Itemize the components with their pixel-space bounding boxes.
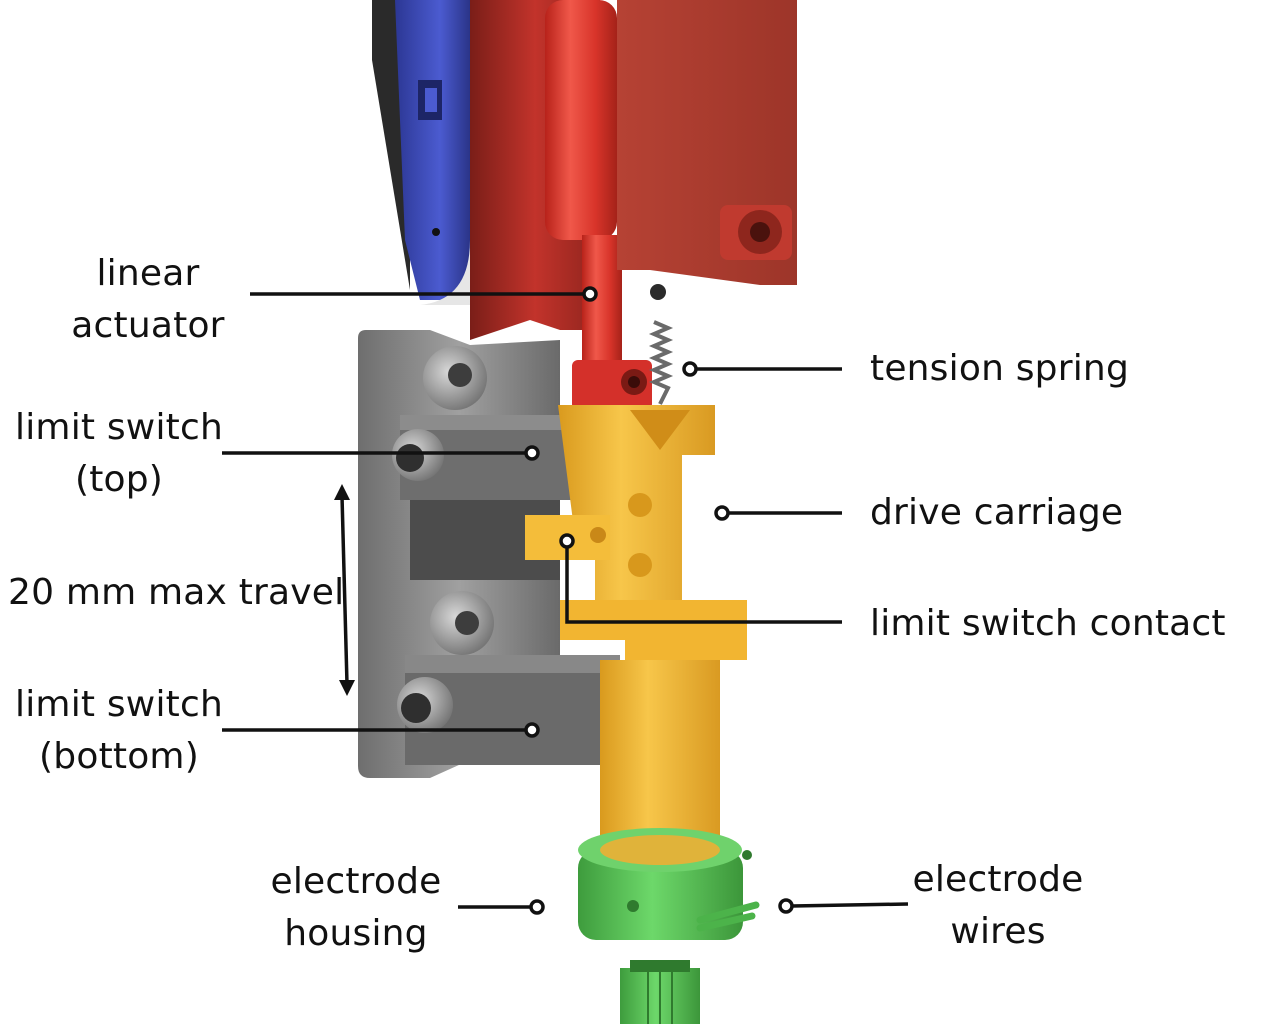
label-limit-switch-bottom-line2: (bottom) (39, 736, 199, 777)
label-linear-actuator-line2: actuator (71, 305, 225, 346)
label-electrode-wires-line2: wires (950, 911, 1046, 952)
anchor-electrode-wires (778, 898, 794, 914)
label-tension-spring: tension spring (870, 343, 1129, 395)
anchor-electrode-housing (529, 899, 545, 915)
label-limit-switch-top-line1: limit switch (15, 407, 223, 448)
anchor-tension-spring (682, 361, 698, 377)
anchor-linear-actuator (582, 286, 598, 302)
label-electrode-wires-line1: electrode (912, 859, 1084, 900)
electrode-housing (578, 828, 760, 1024)
label-electrode-wires: electrode wires (900, 854, 1096, 958)
leader-limit-switch-contact (565, 547, 842, 624)
label-limit-switch-contact: limit switch contact (870, 598, 1226, 650)
anchor-drive-carriage (714, 505, 730, 521)
label-max-travel-text: 20 mm max travel (8, 572, 345, 613)
label-limit-switch-contact-text: limit switch contact (870, 603, 1226, 644)
leader-lines (222, 286, 909, 915)
anchor-limit-switch-contact (559, 533, 575, 549)
anchor-limit-switch-top (524, 445, 540, 461)
max-travel-arrow (334, 484, 355, 696)
anchor-limit-switch-bottom (524, 722, 540, 738)
leader-electrode-wires (791, 902, 909, 908)
label-electrode-housing: electrode housing (258, 856, 454, 960)
label-drive-carriage-text: drive carriage (870, 492, 1124, 533)
label-limit-switch-bottom: limit switch (bottom) (6, 679, 232, 783)
tension-spring (648, 284, 674, 405)
limit-switch-bottom-block (397, 655, 620, 765)
label-linear-actuator-line1: linear (96, 253, 200, 294)
label-tension-spring-text: tension spring (870, 348, 1130, 389)
label-max-travel: 20 mm max travel (8, 567, 345, 619)
red-mount-plate (617, 0, 797, 285)
label-limit-switch-top: limit switch (top) (6, 402, 232, 506)
label-electrode-housing-line1: electrode (270, 861, 442, 902)
label-limit-switch-bottom-line1: limit switch (15, 684, 223, 725)
blue-plate (395, 0, 470, 300)
label-drive-carriage: drive carriage (870, 487, 1123, 539)
label-limit-switch-top-line2: (top) (74, 459, 164, 500)
label-electrode-housing-line2: housing (284, 913, 428, 954)
linear-actuator-body (420, 0, 652, 410)
label-linear-actuator: linear actuator (60, 248, 236, 352)
